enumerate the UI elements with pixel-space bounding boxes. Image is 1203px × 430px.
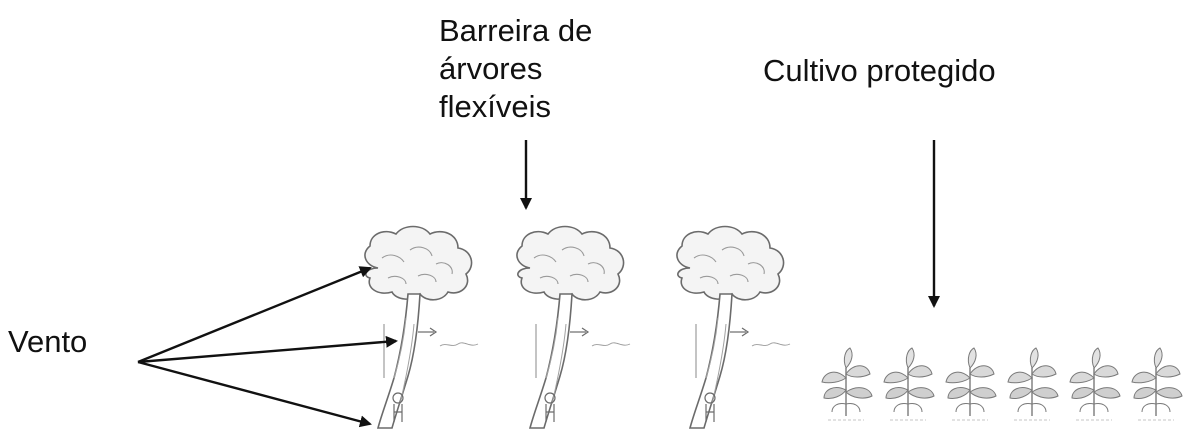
- barrier-label-line-3: flexíveis: [439, 89, 551, 124]
- barrier-label: Barreira de árvores flexíveis: [439, 12, 592, 126]
- plant-icon-5: [1069, 347, 1121, 421]
- wind-arrow-lower: [137, 360, 372, 428]
- wind-arrow-upper: [137, 266, 372, 364]
- wind-label: Vento: [8, 324, 88, 359]
- crop-label: Cultivo protegido: [763, 53, 996, 88]
- barrier-label-line-1: Barreira de: [439, 13, 593, 48]
- wind-arrow-middle: [137, 335, 398, 364]
- tree-icon-3: [676, 225, 791, 429]
- tree-icon-2: [516, 225, 631, 429]
- plant-icon-1: [821, 347, 873, 421]
- plant-icon-2: [883, 347, 935, 421]
- plant-icon-6: [1131, 347, 1183, 421]
- barrier-label-line-2: árvores: [439, 51, 543, 86]
- tree-icon-1: [364, 225, 479, 429]
- plant-icon-3: [945, 347, 997, 421]
- plant-icon-4: [1007, 347, 1059, 421]
